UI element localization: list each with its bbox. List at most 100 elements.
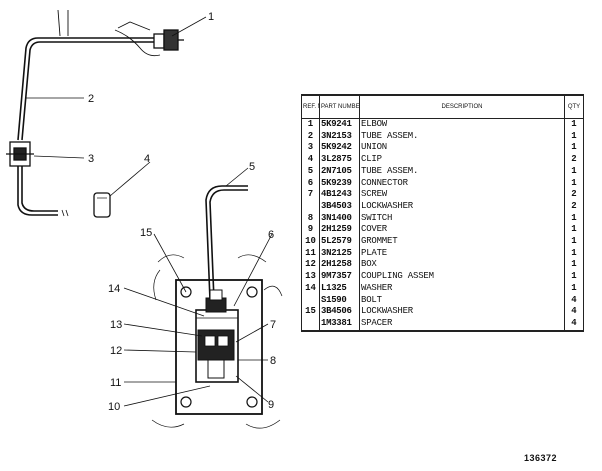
row-part-number: 3B4503 bbox=[319, 200, 360, 213]
row-part-number: 3L2875 bbox=[319, 154, 360, 166]
row-ref: 1 bbox=[301, 118, 320, 131]
row-part-number: 2N7105 bbox=[319, 165, 360, 178]
callout-9: 9 bbox=[268, 399, 274, 411]
row-description: LOCKWASHER bbox=[359, 306, 565, 318]
row-ref: 11 bbox=[301, 247, 320, 260]
header-ref: REF. NO. bbox=[301, 94, 320, 119]
row-part-number: 1M3381 bbox=[319, 317, 360, 332]
row-qty: 1 bbox=[564, 271, 584, 283]
row-description: SPACER bbox=[359, 317, 565, 332]
row-qty: 4 bbox=[564, 317, 584, 332]
row-part-number: 9M7357 bbox=[319, 271, 360, 283]
row-qty: 1 bbox=[564, 212, 584, 225]
row-qty: 4 bbox=[564, 306, 584, 318]
leader-lines bbox=[26, 16, 273, 407]
callout-13: 13 bbox=[110, 319, 122, 331]
row-description: PLATE bbox=[359, 247, 565, 260]
switch-box-assembly bbox=[195, 289, 239, 383]
tube-assembly bbox=[17, 9, 161, 216]
header-part-number: PART NUMBER bbox=[319, 94, 360, 119]
row-description: BOLT bbox=[359, 294, 565, 307]
row-qty: 1 bbox=[564, 236, 584, 248]
row-description: ELBOW bbox=[359, 118, 565, 131]
row-qty: 2 bbox=[564, 154, 584, 166]
header-qty: QTY bbox=[564, 94, 584, 119]
row-ref: 13 bbox=[301, 271, 320, 283]
row-part-number: 3N2153 bbox=[319, 130, 360, 143]
row-part-number: 3N1400 bbox=[319, 212, 360, 225]
row-qty: 1 bbox=[564, 224, 584, 237]
row-qty: 1 bbox=[564, 118, 584, 131]
callout-11: 11 bbox=[110, 377, 121, 389]
row-qty: 4 bbox=[564, 294, 584, 307]
row-qty: 1 bbox=[564, 130, 584, 143]
row-qty: 2 bbox=[564, 200, 584, 213]
callout-12: 12 bbox=[110, 345, 122, 357]
union-fitting bbox=[6, 141, 34, 167]
row-part-number: 3B4506 bbox=[319, 306, 360, 318]
row-ref: 12 bbox=[301, 259, 320, 272]
callout-15: 15 bbox=[140, 227, 152, 239]
row-description: COUPLING ASSEM bbox=[359, 271, 565, 283]
row-part-number: 3N2125 bbox=[319, 247, 360, 260]
row-description: UNION bbox=[359, 142, 565, 155]
callout-4: 4 bbox=[144, 153, 150, 165]
row-qty: 1 bbox=[564, 259, 584, 272]
row-description: COVER bbox=[359, 224, 565, 237]
row-part-number: 5K9239 bbox=[319, 177, 360, 190]
row-qty: 1 bbox=[564, 142, 584, 155]
row-description: LOCKWASHER bbox=[359, 200, 565, 213]
row-part-number: S1590 bbox=[319, 294, 360, 307]
callout-3: 3 bbox=[88, 153, 94, 165]
row-part-number: 5K9241 bbox=[319, 118, 360, 131]
row-ref: 15 bbox=[301, 306, 320, 318]
callout-1: 1 bbox=[208, 11, 214, 23]
row-qty: 1 bbox=[564, 177, 584, 190]
elbow-fitting bbox=[153, 29, 184, 51]
row-ref: 9 bbox=[301, 224, 320, 237]
row-ref: 10 bbox=[301, 236, 320, 248]
row-description: GROMMET bbox=[359, 236, 565, 248]
row-description: SCREW bbox=[359, 189, 565, 201]
row-ref: 6 bbox=[301, 177, 320, 190]
row-description: CONNECTOR bbox=[359, 177, 565, 190]
parts-list-table: REF. NO. PART NUMBER DESCRIPTION QTY 15K… bbox=[301, 94, 584, 332]
row-ref: 4 bbox=[301, 154, 320, 166]
row-ref: 2 bbox=[301, 130, 320, 143]
row-qty: 2 bbox=[564, 189, 584, 201]
row-description: SWITCH bbox=[359, 212, 565, 225]
row-part-number: 5K9242 bbox=[319, 142, 360, 155]
clip-part bbox=[93, 192, 111, 218]
row-part-number: 5L2579 bbox=[319, 236, 360, 248]
row-description: TUBE ASSEM. bbox=[359, 130, 565, 143]
row-qty: 1 bbox=[564, 247, 584, 260]
row-part-number: 4B1243 bbox=[319, 189, 360, 201]
row-ref: 7 bbox=[301, 189, 320, 201]
callout-2: 2 bbox=[88, 93, 94, 105]
mounting-plate bbox=[151, 254, 283, 429]
callout-6: 6 bbox=[268, 229, 274, 241]
row-ref: 3 bbox=[301, 142, 320, 155]
row-ref: 14 bbox=[301, 282, 320, 295]
row-description: WASHER bbox=[359, 282, 565, 295]
callout-10: 10 bbox=[108, 401, 120, 413]
callout-labels: 1 2 3 4 5 6 7 8 9 10 11 12 13 14 15 bbox=[88, 11, 276, 413]
row-part-number: L1325 bbox=[319, 282, 360, 295]
